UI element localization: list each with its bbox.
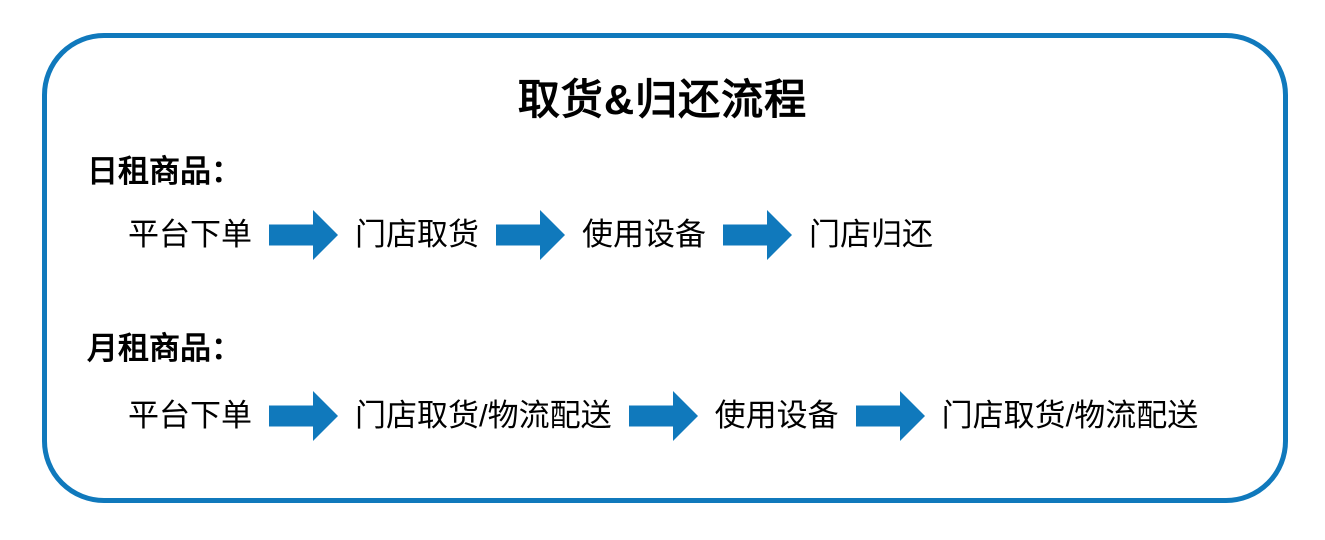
flow-step: 平台下单 bbox=[128, 217, 252, 253]
flow-row-monthly-rental: 平台下单 门店取货/物流配送 使用设备 门店取货/物流配送 bbox=[128, 391, 1198, 441]
flow-step: 使用设备 bbox=[582, 217, 706, 253]
flow-step: 门店取货/物流配送 bbox=[941, 398, 1199, 434]
right-block-arrow-icon bbox=[723, 210, 792, 260]
right-block-arrow-icon bbox=[855, 391, 925, 441]
right-block-arrow-icon bbox=[628, 391, 698, 441]
flow-step: 门店取货/物流配送 bbox=[355, 398, 612, 434]
section-label-monthly-rental: 月租商品： bbox=[87, 331, 242, 366]
flow-step: 使用设备 bbox=[714, 398, 839, 434]
diagram-title: 取货&归还流程 bbox=[517, 76, 808, 123]
flow-step: 门店归还 bbox=[809, 217, 933, 253]
flow-row-daily-rental: 平台下单 门店取货 使用设备 门店归还 bbox=[128, 210, 933, 260]
flow-step: 门店取货 bbox=[355, 217, 479, 253]
section-label-daily-rental: 日租商品： bbox=[87, 154, 242, 189]
flow-step: 平台下单 bbox=[128, 398, 252, 434]
right-block-arrow-icon bbox=[269, 391, 338, 441]
diagram-border-frame bbox=[42, 33, 1288, 503]
right-block-arrow-icon bbox=[269, 210, 338, 260]
right-block-arrow-icon bbox=[496, 210, 565, 260]
